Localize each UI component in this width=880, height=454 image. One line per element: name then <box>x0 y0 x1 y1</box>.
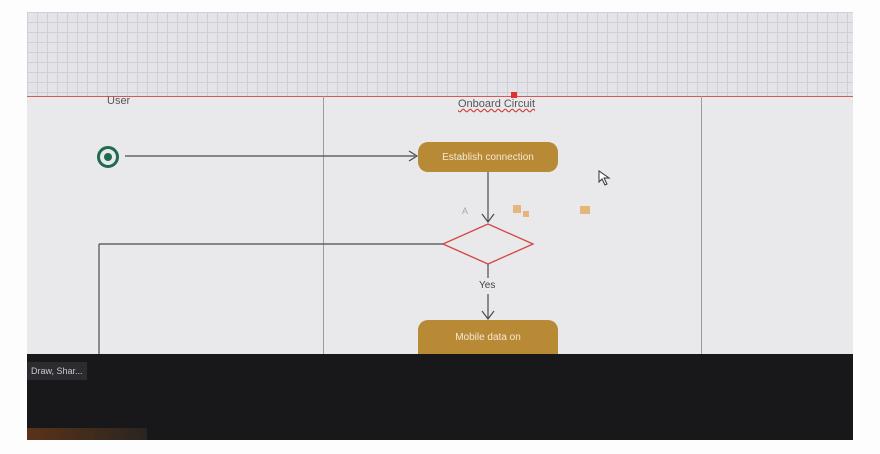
quick-swatch-2[interactable] <box>523 211 529 217</box>
start-node-dot <box>104 153 112 161</box>
action-establish-connection[interactable]: Establish connection <box>418 142 558 172</box>
taskbar-glow <box>27 428 147 440</box>
quick-swatch-3[interactable] <box>580 206 590 214</box>
lane-label-user[interactable]: User <box>107 95 131 107</box>
pool-top-border <box>27 96 853 97</box>
lane-label-onboard-circuit[interactable]: Onboard Circuit <box>458 98 536 110</box>
start-node[interactable] <box>97 146 119 168</box>
edge-label-yes[interactable]: Yes <box>479 280 496 291</box>
lane-divider-1 <box>323 96 324 354</box>
quick-toolbar-letter[interactable]: A <box>462 206 469 216</box>
arrowhead-mobile <box>481 310 495 320</box>
lane-divider-2 <box>701 96 702 354</box>
action-mobile-data-on[interactable]: Mobile data on <box>418 320 558 354</box>
mouse-cursor-icon <box>598 170 611 186</box>
diagram-connectors <box>98 150 535 354</box>
taskbar: Draw, Shar... <box>27 354 853 440</box>
quick-swatch-1[interactable] <box>513 205 521 213</box>
selection-handle[interactable] <box>511 92 517 98</box>
diagram-canvas[interactable]: User Onboard Circuit Establish connectio… <box>27 12 853 354</box>
taskbar-item-draw[interactable]: Draw, Shar... <box>27 362 87 380</box>
monitor: User Onboard Circuit Establish connectio… <box>27 12 853 440</box>
canvas-grid <box>27 12 853 96</box>
decision-node <box>441 223 535 265</box>
arrowhead-decision <box>481 213 495 223</box>
arrowhead-establish <box>408 150 419 162</box>
